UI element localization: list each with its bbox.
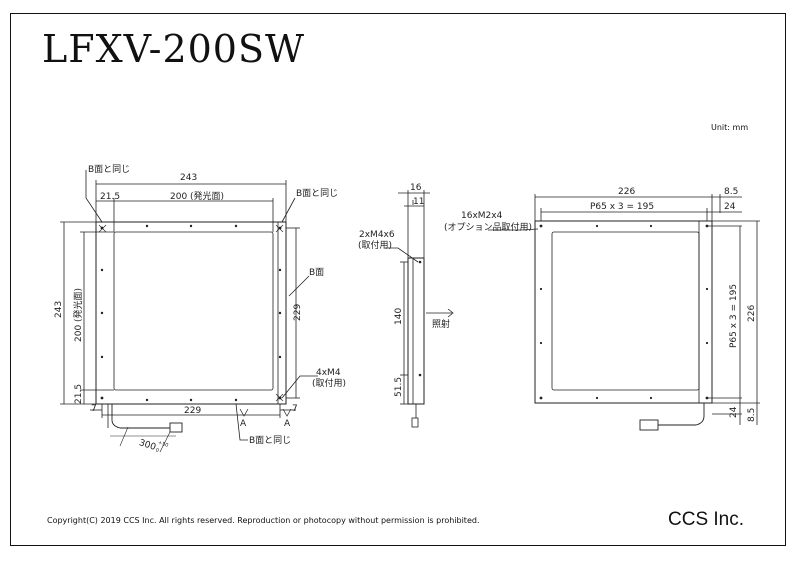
back-hole-dots [539, 224, 709, 400]
side-dim-16: 16 [410, 183, 422, 193]
holes-4xm4: 4xM4 [316, 368, 341, 378]
side-holes-label: 2xM4x6 [359, 230, 395, 240]
note-b-same-bottom: B面と同じ [249, 435, 291, 446]
dim-243-top: 243 [180, 173, 197, 183]
back-dim-pitch-right: P65 x 3 = 195 [729, 284, 739, 348]
side-dim-11: 11 [413, 197, 424, 207]
side-dim-51-5: 51.5 [394, 377, 404, 397]
back-dim-226-top: 226 [618, 187, 635, 197]
dim-229-right: 229 [293, 304, 303, 321]
holes-4xm4-sub: (取付用) [312, 378, 346, 389]
dim-21-5-left: 21.5 [74, 384, 84, 404]
dim-243-left: 243 [54, 301, 64, 318]
back-holes-label: 16xM2x4 [461, 211, 503, 221]
cable-tolerance-minus: 0 [155, 447, 160, 454]
note-b-face: B面 [309, 267, 324, 278]
section-a-left: A [240, 419, 247, 429]
back-dim-24-top: 24 [724, 202, 736, 212]
drawing-border [10, 13, 786, 546]
company-name: CCS Inc. [668, 509, 745, 530]
unit-label: Unit: mm [711, 123, 749, 132]
dim-200-top: 200 (発光面) [170, 190, 224, 202]
side-view: 16 11 2xM4x6 (取付用) 140 51.5 照射 [358, 183, 454, 428]
back-dim-226-right: 226 [747, 305, 757, 322]
side-holes-sub: (取付用) [358, 240, 392, 251]
dim-229-bottom: 229 [184, 406, 201, 416]
back-dim-8-5-right: 8.5 [747, 408, 757, 422]
front-corner-marks [98, 224, 284, 402]
back-holes-sub: (オプション品取付用) [444, 222, 532, 233]
back-dim-8-5-top: 8.5 [724, 187, 738, 197]
irradiation-label: 照射 [432, 318, 450, 330]
side-dim-140: 140 [394, 308, 404, 325]
cable-length: 300 [138, 438, 158, 453]
back-view: 16xM2x4 (オプション品取付用) 226 8.5 P65 x 3 = 19… [444, 187, 760, 431]
dim-200-left: 200 (発光面) [72, 288, 84, 342]
section-a-right: A [284, 419, 291, 429]
dim-7-right: 7 [292, 404, 298, 414]
note-b-same-top-left: B面と同じ [88, 164, 130, 175]
cable-tolerance-plus: +50 [157, 440, 169, 449]
drawing-title: LFXV-200SW [42, 27, 306, 71]
back-dim-pitch-top: P65 x 3 = 195 [590, 202, 654, 212]
dim-21-5-top: 21.5 [100, 192, 120, 202]
note-b-same-top-right: B面と同じ [296, 188, 338, 199]
front-view: B面と同じ B面と同じ B面 B面と同じ 243 21.5 200 (発光面) … [54, 164, 346, 454]
cable-length-group: 300 +50 0 [138, 438, 169, 454]
front-hole-dots [100, 224, 282, 402]
dim-7-left: 7 [91, 404, 97, 414]
copyright-notice: Copyright(C) 2019 CCS Inc. All rights re… [47, 516, 480, 525]
back-dim-24-right: 24 [729, 406, 739, 418]
